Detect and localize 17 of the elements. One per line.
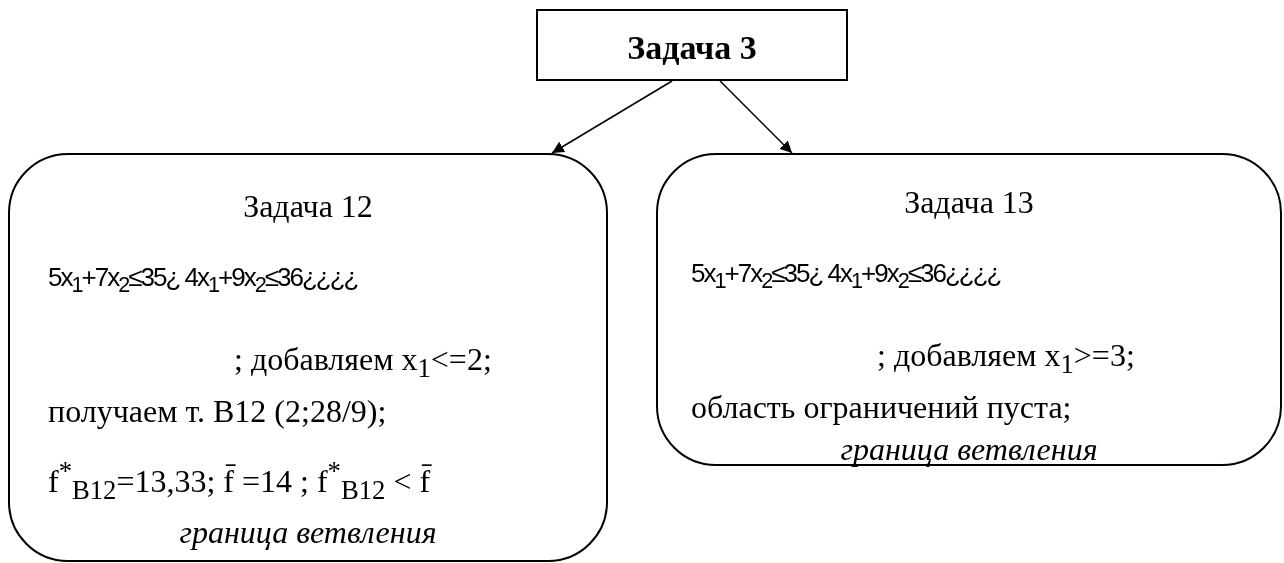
solution-text: f$^{*}$$_{B12}$=13,33; f̄ =14 ; f$^{*}$$_{B12}$ < f̄	[48, 454, 431, 507]
task-title: Задача 13	[904, 183, 1034, 222]
task-rounded-box	[8, 153, 608, 562]
task-box	[536, 9, 848, 81]
task-title: Задача 3	[627, 28, 757, 68]
arrow	[551, 80, 673, 154]
constraint-formula: 5x$_{1}$+7x$_{2}$≤35¿ 4x$_{1}$+9x$_{2}$≤36¿¿¿¿	[48, 261, 358, 300]
solution-text: ; добавляем x$_{1}$<=2;	[234, 340, 492, 386]
task-rounded-box	[656, 153, 1282, 466]
constraint-formula: 5x$_{1}$+7x$_{2}$≤35¿ 4x$_{1}$+9x$_{2}$≤36¿¿¿¿	[691, 257, 1001, 296]
solution-text: ; добавляем x$_{1}$>=3;	[877, 336, 1135, 382]
arrow	[719, 80, 793, 154]
branch-note: граница ветвления	[179, 512, 437, 552]
branch-note: граница ветвления	[840, 429, 1098, 469]
task-title: Задача 12	[243, 187, 373, 226]
solution-text: получаем т. B12 (2;28/9);	[48, 391, 387, 431]
solution-text: область ограничений пуста;	[691, 387, 1072, 427]
